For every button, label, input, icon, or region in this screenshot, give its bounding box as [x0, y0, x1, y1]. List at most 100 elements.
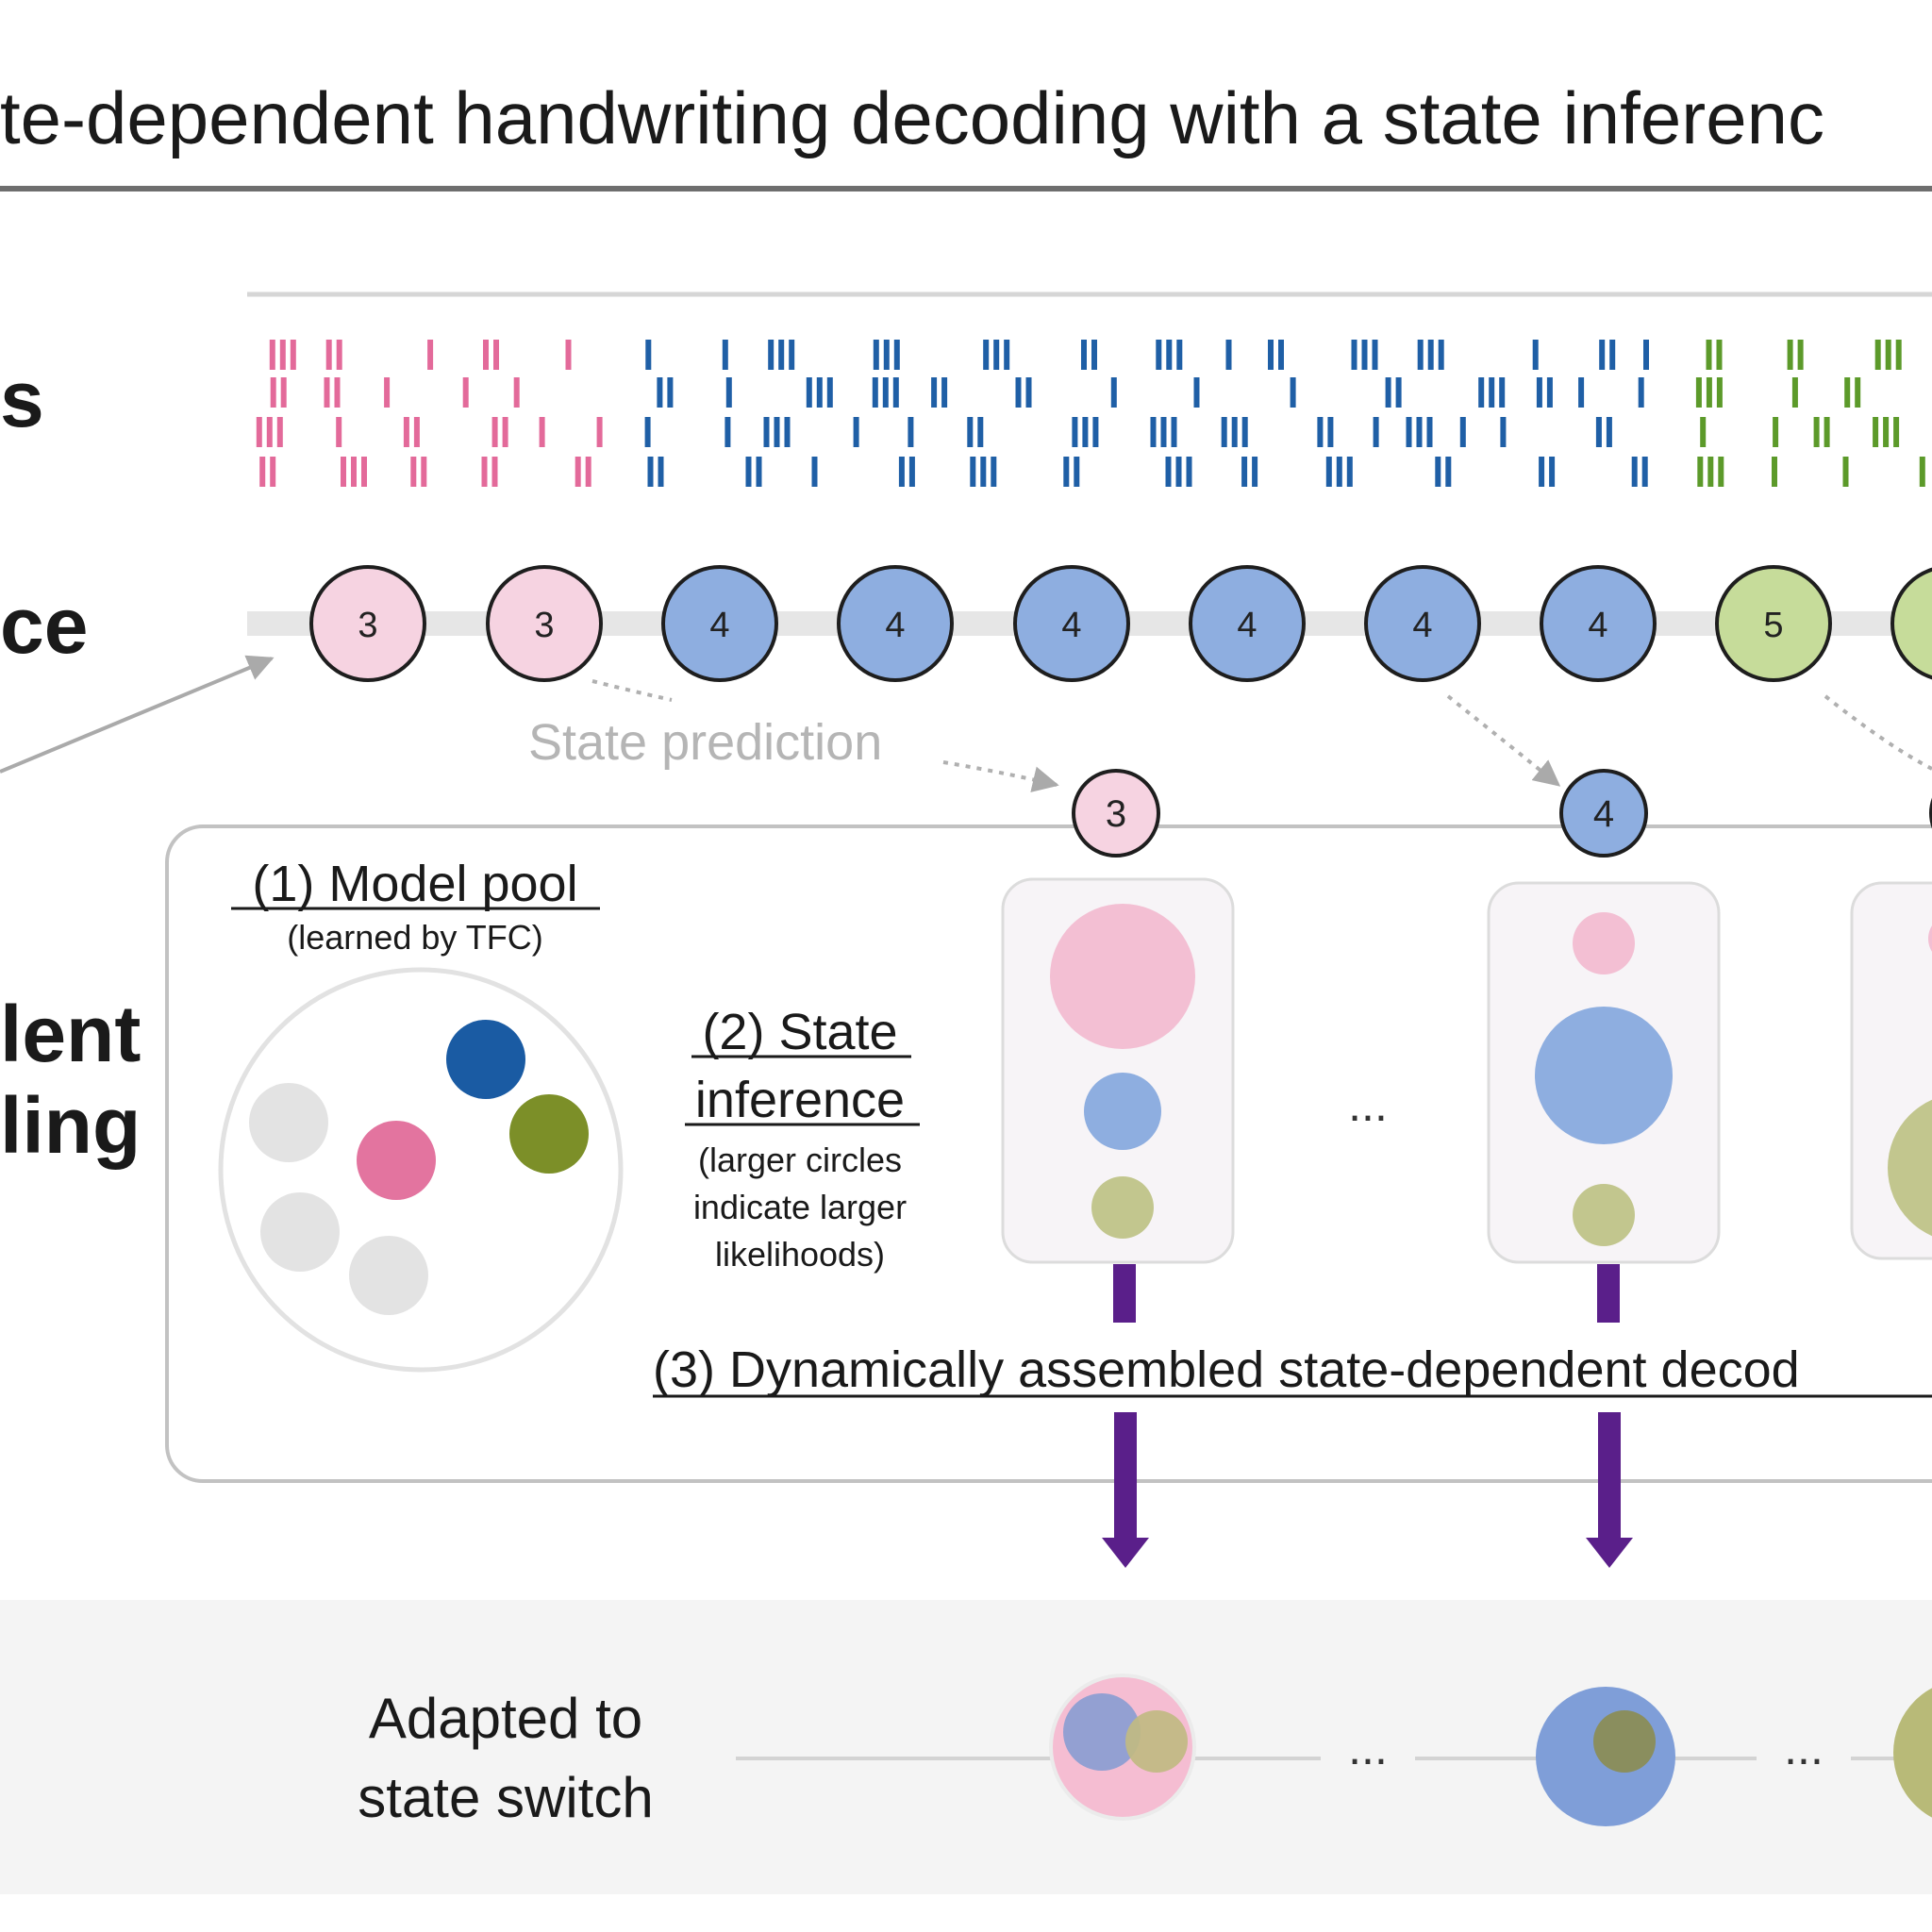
state-sequence-node-label: 3: [534, 606, 554, 645]
spike-tick: [1797, 340, 1804, 370]
model-pool-model-gray-1: [249, 1083, 328, 1162]
spike-tick: [1156, 340, 1162, 370]
likelihood-1-pink: [1050, 904, 1195, 1049]
spike-tick: [1791, 377, 1798, 408]
state-prediction-arrow-1b: [942, 760, 1059, 792]
row-label-sequence: ce: [0, 581, 88, 670]
likelihood-ellipsis: ...: [1348, 1078, 1388, 1131]
spike-tick: [1252, 457, 1258, 487]
spike-tick: [763, 417, 770, 447]
spike-tick: [403, 417, 409, 447]
spike-tick: [873, 340, 879, 370]
spike-tick: [1787, 340, 1793, 370]
adapted-label-line1: Adapted to: [369, 1687, 642, 1750]
spike-tick: [270, 457, 276, 487]
state-inference-note-line1: (larger circles: [698, 1141, 902, 1179]
state-sequence-node: [309, 565, 426, 682]
model-pool-title: (1) Model pool: [252, 856, 577, 912]
spike-tick: [1855, 377, 1861, 408]
state-sequence-node-label: 4: [1412, 606, 1432, 645]
spike-tick: [1707, 457, 1714, 487]
spike-tick: [1268, 340, 1274, 370]
state-sequence-node: [486, 565, 603, 682]
likelihood-2-pink: [1573, 912, 1635, 974]
spike-tick: [1416, 417, 1423, 447]
spike-tick: [1478, 377, 1485, 408]
spike-tick: [1438, 340, 1444, 370]
spike-tick: [756, 457, 762, 487]
spike-tick: [513, 377, 520, 408]
spike-tick: [1885, 340, 1891, 370]
model-pool-model-olive: [509, 1094, 589, 1174]
spike-tick: [1631, 457, 1638, 487]
spike-tick: [1718, 457, 1724, 487]
spike-tick: [1063, 457, 1070, 487]
decoder-arrow-2-head: [1586, 1538, 1633, 1568]
spike-tick: [883, 340, 890, 370]
spike-tick: [276, 417, 283, 447]
spike-tick: [1459, 417, 1466, 447]
page-title: te-dependent handwriting decoding with a…: [0, 76, 1824, 159]
state-sequence-node: [661, 565, 778, 682]
spike-tick: [816, 377, 823, 408]
spike-tick: [1278, 340, 1284, 370]
spike-tick: [724, 417, 731, 447]
spike-tick: [811, 457, 818, 487]
spike-tick: [1166, 340, 1173, 370]
model-pool-model-blue: [446, 1020, 525, 1099]
state-sequence-node-label: 4: [1588, 606, 1607, 645]
row-label-decoding-line2: ling: [0, 1081, 141, 1170]
decoder-1-olive: [1125, 1710, 1188, 1773]
spike-tick: [269, 340, 275, 370]
state-inference-note-line2: indicate larger: [693, 1188, 907, 1226]
spike-tick: [774, 417, 780, 447]
spike-tick: [1004, 340, 1010, 370]
spike-tick: [1385, 377, 1391, 408]
spike-tick: [1426, 417, 1433, 447]
assembled-decoder-label: (3) Dynamically assembled state-dependen…: [653, 1341, 1800, 1398]
spike-tick: [1842, 457, 1849, 487]
spike-tick: [1532, 340, 1539, 370]
state-sequence-node: [1364, 565, 1481, 682]
spike-tick: [413, 417, 420, 447]
state-sequence-node: [1013, 565, 1130, 682]
spike-tick: [596, 417, 603, 447]
spike-tick: [1081, 340, 1087, 370]
spike-tick: [1716, 377, 1723, 408]
spike-tick: [1445, 457, 1452, 487]
spike-tick: [1643, 340, 1649, 370]
spike-tick: [1706, 340, 1712, 370]
spike-tick: [1599, 340, 1606, 370]
spike-tick: [1082, 417, 1089, 447]
spike-tick: [1638, 377, 1644, 408]
spike-tick: [667, 377, 674, 408]
spike-tick: [1772, 457, 1777, 487]
likelihood-2-blue: [1535, 1007, 1673, 1144]
adapted-label-line2: state switch: [358, 1766, 653, 1829]
predicted-state-label: 4: [1593, 793, 1614, 835]
spike-tick: [266, 417, 273, 447]
state-sequence-node-label: 4: [1237, 606, 1257, 645]
spike-tick: [1346, 457, 1353, 487]
spike-tick: [325, 340, 332, 370]
spike-tick: [658, 457, 664, 487]
spike-tick: [1395, 377, 1402, 408]
spike-tick: [1171, 417, 1177, 447]
spike-raster: [256, 340, 1925, 487]
spike-tick: [789, 340, 795, 370]
state-sequence-node: [1715, 565, 1832, 682]
spike-tick: [491, 457, 498, 487]
model-pool-model-pink: [357, 1121, 436, 1200]
decoder-1-blue: [1063, 1693, 1141, 1771]
spike-tick: [1435, 457, 1441, 487]
spike-tick: [1110, 377, 1117, 408]
spike-tick: [826, 377, 833, 408]
spike-tick: [481, 457, 488, 487]
spike-tick: [324, 377, 330, 408]
spike-tick: [778, 340, 785, 370]
spike-tick: [1091, 340, 1097, 370]
state-sequence-node-label: 4: [709, 606, 729, 645]
spike-tick: [1336, 457, 1342, 487]
